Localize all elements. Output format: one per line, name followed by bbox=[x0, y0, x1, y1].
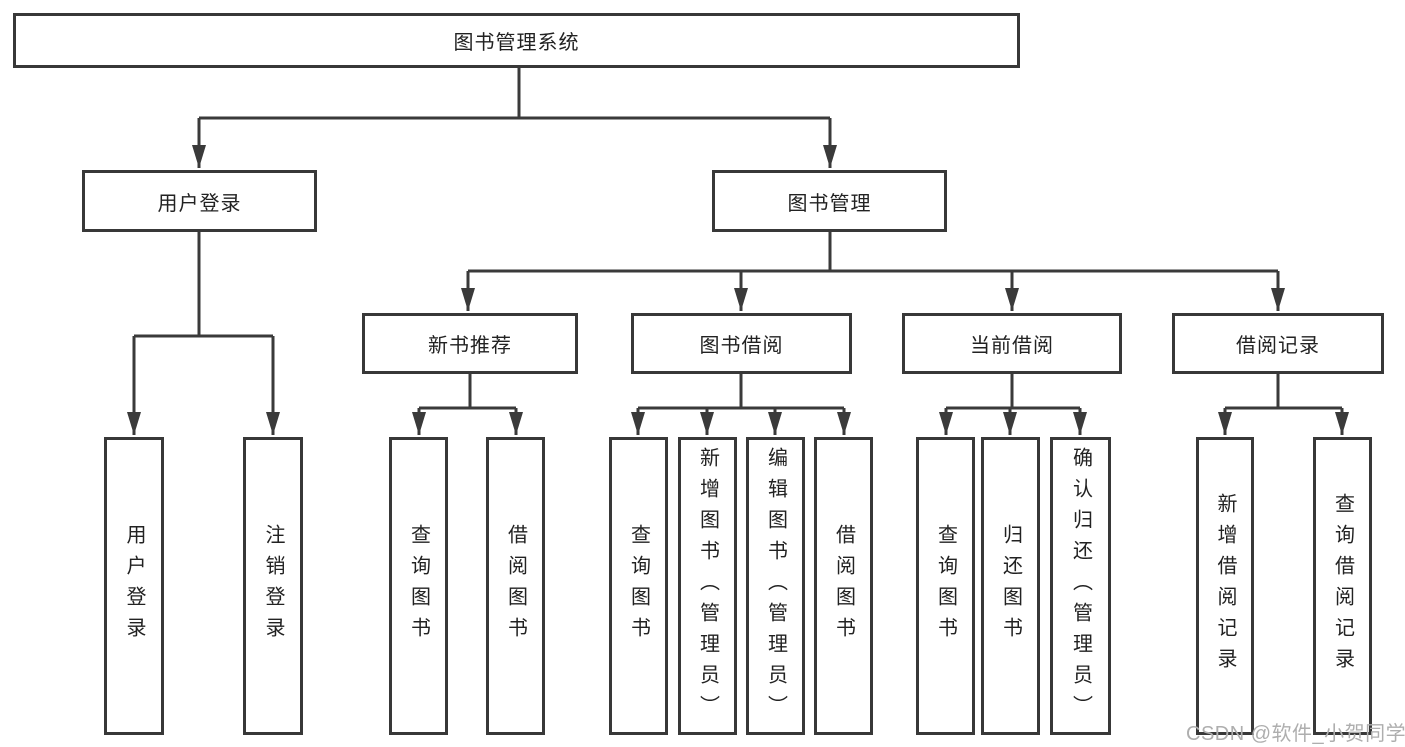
node-label: 查询图书 bbox=[934, 524, 957, 648]
node-label: 确认归还（管理员） bbox=[1069, 446, 1092, 726]
leaf-borrow-books-recommend: 借阅图书 bbox=[486, 437, 545, 735]
node-label: 新增借阅记录 bbox=[1214, 493, 1236, 679]
leaf-add-books-admin: 新增图书（管理员） bbox=[678, 437, 737, 735]
node-label: 借阅图书 bbox=[832, 524, 855, 648]
leaf-query-books-recommend: 查询图书 bbox=[389, 437, 448, 735]
node-current-borrowing: 当前借阅 bbox=[902, 313, 1122, 374]
leaf-logout: 注销登录 bbox=[243, 437, 303, 735]
leaf-user-login: 用户登录 bbox=[104, 437, 164, 735]
node-label: 用户登录 bbox=[157, 192, 242, 215]
node-label: 图书借阅 bbox=[699, 335, 784, 357]
node-label: 新书推荐 bbox=[428, 335, 512, 357]
node-borrowing-records: 借阅记录 bbox=[1172, 313, 1384, 374]
node-label: 编辑图书（管理员） bbox=[764, 446, 787, 726]
node-book-borrowing: 图书借阅 bbox=[631, 313, 852, 374]
node-label: 图书管理 bbox=[787, 192, 872, 215]
node-library-management-system: 图书管理系统 bbox=[13, 13, 1020, 68]
leaf-query-books-current: 查询图书 bbox=[916, 437, 975, 735]
leaf-add-borrow-record: 新增借阅记录 bbox=[1196, 437, 1254, 735]
node-label: 图书管理系统 bbox=[453, 32, 580, 54]
leaf-return-books: 归还图书 bbox=[981, 437, 1040, 735]
node-label: 用户登录 bbox=[123, 524, 145, 648]
node-label: 查询图书 bbox=[627, 524, 650, 648]
node-label: 归还图书 bbox=[999, 524, 1022, 648]
leaf-query-books-borrow: 查询图书 bbox=[609, 437, 668, 735]
node-label: 查询借阅记录 bbox=[1331, 493, 1354, 679]
leaf-query-borrow-record: 查询借阅记录 bbox=[1313, 437, 1372, 735]
node-label: 借阅图书 bbox=[504, 524, 527, 648]
node-label: 查询图书 bbox=[407, 524, 430, 648]
leaf-borrow-books: 借阅图书 bbox=[814, 437, 873, 735]
connector-trunks bbox=[134, 68, 1342, 410]
connector-arrows bbox=[127, 118, 1349, 435]
node-label: 注销登录 bbox=[262, 524, 284, 648]
node-label: 新增图书（管理员） bbox=[696, 446, 719, 726]
leaf-edit-books-admin: 编辑图书（管理员） bbox=[746, 437, 805, 735]
csdn-watermark: CSDN @软件_小贺同学 bbox=[1186, 723, 1405, 745]
leaf-confirm-return-admin: 确认归还（管理员） bbox=[1050, 437, 1111, 735]
node-user-login: 用户登录 bbox=[82, 170, 317, 232]
node-label: 借阅记录 bbox=[1236, 335, 1320, 357]
node-new-book-recommendation: 新书推荐 bbox=[362, 313, 578, 374]
node-label: 当前借阅 bbox=[970, 335, 1054, 357]
node-book-management: 图书管理 bbox=[712, 170, 947, 232]
